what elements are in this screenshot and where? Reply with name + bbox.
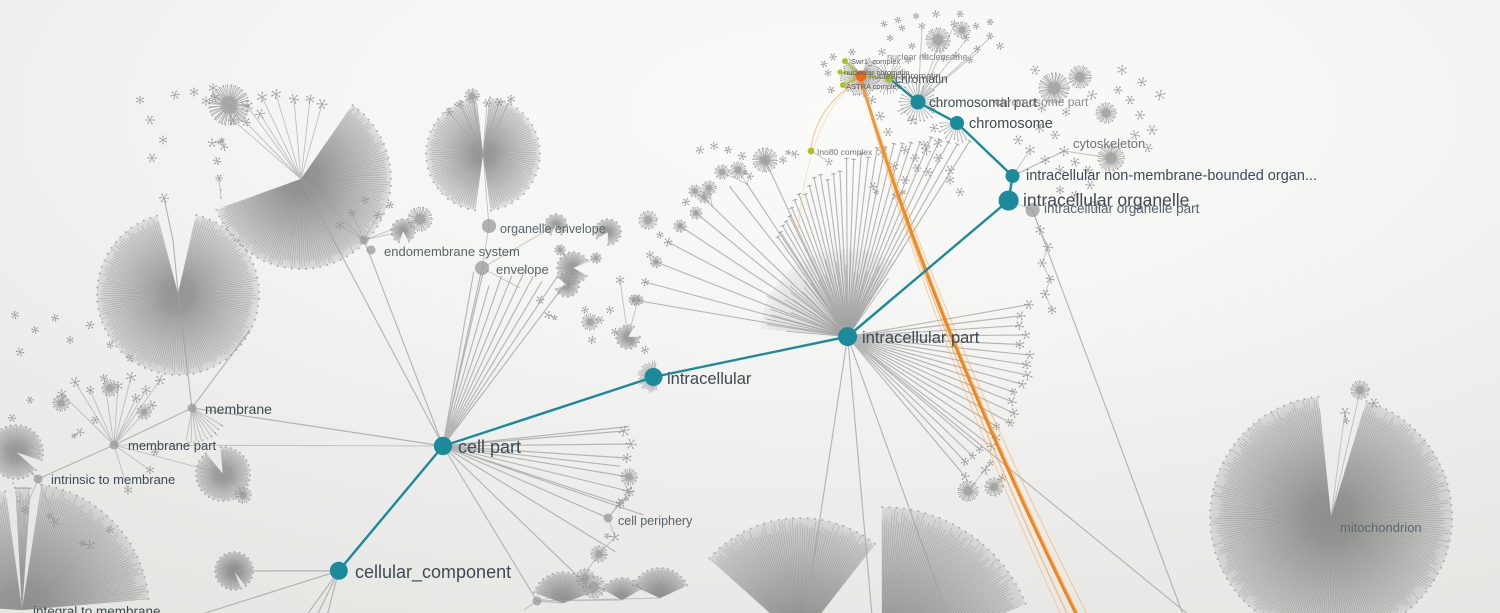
svg-text:Ino80 complex: Ino80 complex	[817, 147, 873, 157]
svg-text:membrane: membrane	[205, 401, 272, 417]
svg-text:chromatin: chromatin	[895, 72, 948, 86]
svg-text:intracellular part: intracellular part	[862, 329, 980, 347]
svg-text:intracellular organelle part: intracellular organelle part	[1044, 201, 1200, 216]
svg-text:cytoskeleton: cytoskeleton	[1073, 136, 1145, 151]
svg-text:nucleolar chromatin: nucleolar chromatin	[844, 68, 909, 77]
svg-text:Swr1_complex: Swr1_complex	[851, 57, 900, 66]
svg-text:intracellular organelle: intracellular organelle	[1023, 190, 1189, 210]
svg-text:envelope: envelope	[496, 262, 549, 277]
svg-text:intrinsic to membrane: intrinsic to membrane	[51, 472, 175, 487]
svg-text:cellular_component: cellular_component	[355, 562, 511, 583]
svg-text:cell periphery: cell periphery	[618, 514, 693, 528]
svg-text:intracellular non-membrane-bou: intracellular non-membrane-bounded organ…	[1026, 168, 1317, 184]
svg-text:nuclear chromatin: nuclear chromatin	[869, 71, 941, 81]
svg-text:intracellular: intracellular	[667, 370, 752, 388]
svg-text:organelle envelope: organelle envelope	[500, 222, 606, 236]
svg-text:nuclear nucleosome: nuclear nucleosome	[887, 52, 968, 62]
svg-text:chromosome part: chromosome part	[995, 95, 1089, 109]
svg-text:membrane part: membrane part	[128, 438, 217, 453]
svg-text:endomembrane system: endomembrane system	[384, 244, 520, 259]
svg-text:chromosomal part: chromosomal part	[929, 95, 1037, 110]
svg-text:mitochondrion: mitochondrion	[1340, 520, 1422, 535]
svg-text:integral to membrane: integral to membrane	[33, 604, 161, 613]
svg-text:chromosome: chromosome	[969, 116, 1053, 132]
svg-text:ASTRA complex: ASTRA complex	[846, 82, 901, 91]
svg-text:cell part: cell part	[458, 437, 521, 457]
